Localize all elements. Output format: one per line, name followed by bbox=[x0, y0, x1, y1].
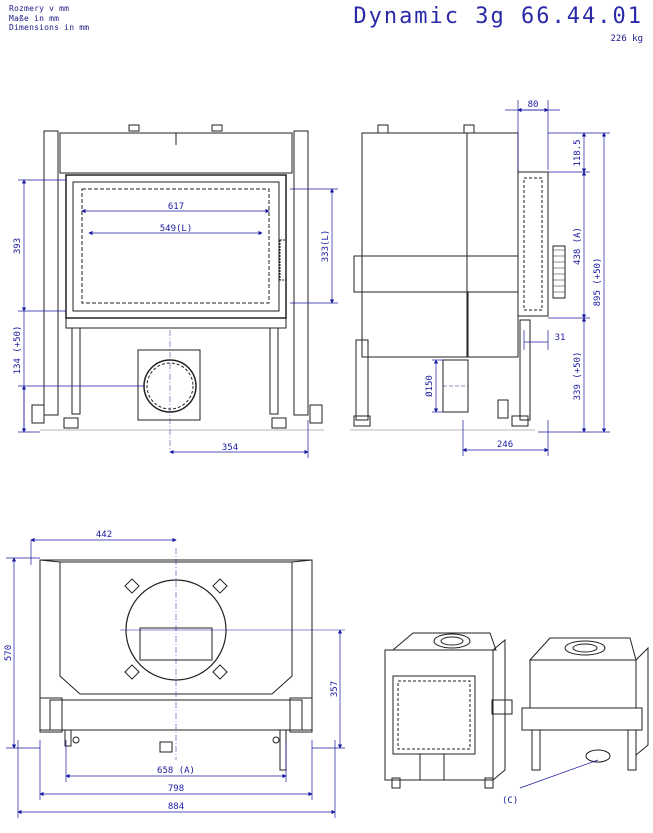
iso-view-front bbox=[384, 632, 513, 789]
iso-labels: (C) bbox=[502, 796, 518, 806]
dim-393: 393 bbox=[13, 238, 23, 254]
units-de: Maße in mm bbox=[9, 13, 60, 23]
model-title: Dynamic 3g 66.44.01 bbox=[353, 4, 643, 29]
label-c: (C) bbox=[502, 796, 518, 806]
dim-442: 442 bbox=[96, 530, 112, 540]
top-dimensions bbox=[6, 537, 345, 818]
side-view bbox=[350, 124, 566, 431]
dim-617: 617 bbox=[168, 202, 184, 212]
dim-246: 246 bbox=[497, 440, 513, 450]
units-en: Dimensions in mm bbox=[9, 23, 90, 32]
iso-view-back bbox=[519, 637, 649, 789]
dim-80: 80 bbox=[528, 100, 539, 110]
dim-354: 354 bbox=[222, 443, 238, 453]
dim-895: 895 (+50) bbox=[593, 258, 603, 307]
top-view bbox=[39, 548, 345, 771]
front-dimensions bbox=[18, 179, 338, 458]
model-weight: 226 kg bbox=[610, 34, 643, 44]
dim-357: 357 bbox=[330, 681, 340, 697]
dim-798: 798 bbox=[168, 784, 184, 794]
dim-150: Ø150 bbox=[424, 375, 435, 397]
front-dimension-labels: 617 549(L) 393 333(L) 134 (+50) 354 bbox=[13, 202, 331, 453]
dim-333: 333(L) bbox=[321, 230, 331, 263]
dim-339: 339 (+50) bbox=[573, 352, 583, 401]
side-dimensions bbox=[432, 100, 610, 456]
dim-438: 438 (A) bbox=[573, 227, 583, 265]
front-view bbox=[31, 124, 324, 450]
dim-570: 570 bbox=[4, 645, 14, 661]
dim-31: 31 bbox=[555, 333, 566, 343]
units-note: Rozmery v mm Maße in mm Dimensions in mm bbox=[9, 4, 89, 33]
dim-549: 549(L) bbox=[160, 224, 193, 234]
dim-118: 118.5 bbox=[573, 139, 583, 166]
dim-134: 134 (+50) bbox=[13, 326, 23, 375]
top-dimension-labels: 442 570 357 658 (A) 798 884 bbox=[4, 530, 340, 812]
units-cs: Rozmery v mm bbox=[9, 4, 70, 13]
dim-658: 658 (A) bbox=[157, 766, 195, 776]
side-dimension-labels: 80 118.5 438 (A) 895 (+50) 31 339 (+50) … bbox=[424, 100, 603, 450]
dim-884: 884 bbox=[168, 802, 184, 812]
